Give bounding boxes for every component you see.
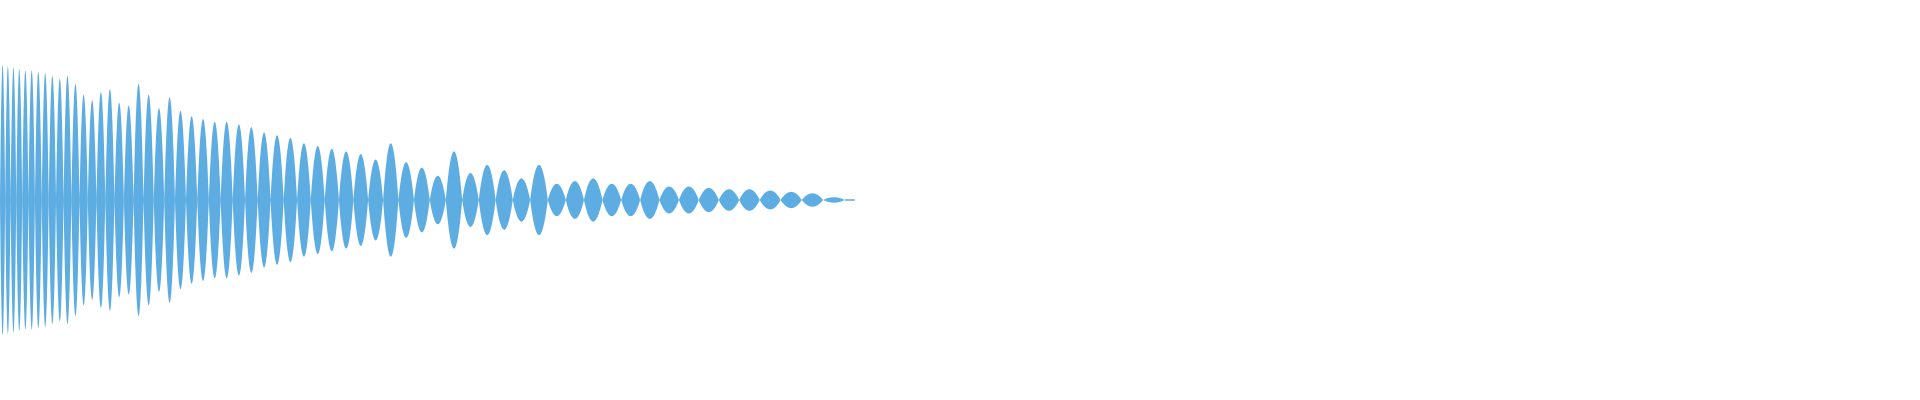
waveform-lobe [718,189,740,211]
waveform-lobe [338,151,354,249]
waveform-lobe [10,67,17,333]
waveform-lobe [659,186,679,214]
waveform-lobe [257,132,271,268]
waveform-lobe [383,143,399,257]
waveform-lobe [123,105,134,295]
waveform-lobe [22,70,29,330]
waveform-lobe [547,183,566,217]
waveform-lobe [197,119,209,281]
waveform-lobe [530,164,548,236]
waveform-lobe [164,97,175,303]
waveform-lobe [429,175,446,225]
waveform-lobe [185,116,198,284]
waveform-lobe [87,100,97,300]
waveform-lobe [353,154,369,246]
waveform-lobe [283,137,298,263]
waveform-lobe [133,83,144,317]
waveform-lobe [48,75,56,325]
waveform-lobe [220,121,233,279]
waveform-lobe [324,148,339,252]
waveform-lobe [413,167,430,233]
waveform-lobe [16,69,23,331]
waveform-lobe [232,124,246,276]
waveform-lobe [41,73,49,327]
waveform-lobe [28,70,35,330]
waveform-lobe [245,127,258,273]
waveform-lobe [0,65,6,335]
waveform-lobe [583,178,603,222]
waveform-lobe [96,92,106,308]
waveform-lobe [823,197,845,203]
waveform-lobe [56,78,64,322]
waveform-lobe [5,66,11,334]
waveform-lobe [71,83,80,317]
waveform-lobe [495,170,513,230]
waveform-lobe [759,190,781,210]
waveform-lobe [801,193,824,207]
waveform-lobe [270,135,284,265]
waveform-lobe [445,151,463,249]
waveform-lobe [565,181,584,219]
waveform-lobe [368,159,384,241]
waveform-lobe [478,164,496,236]
waveform-lobe [63,75,72,325]
waveform-lobe [462,173,479,227]
waveform-lobe [640,181,660,219]
waveform-lobe [398,162,414,238]
waveform-lobe [602,183,622,217]
waveform-lobe [678,186,699,214]
waveform-lobe [310,146,325,254]
waveform-lobe [297,143,311,257]
waveform-lobe [79,94,88,306]
waveform-lobe [143,94,154,306]
waveform-lobe [105,89,115,311]
waveform-lobes [0,65,855,335]
waveform-lobe [780,191,802,209]
waveform-lobe [698,187,719,213]
waveform-lobe [621,183,641,217]
waveform-lobe [153,108,165,292]
waveform-lobe [512,178,531,222]
waveform-lobe [114,102,124,298]
waveform-lobe [34,71,42,329]
waveform-lobe [208,121,221,279]
waveform-lobe [739,189,760,211]
waveform-lobe [174,110,186,290]
